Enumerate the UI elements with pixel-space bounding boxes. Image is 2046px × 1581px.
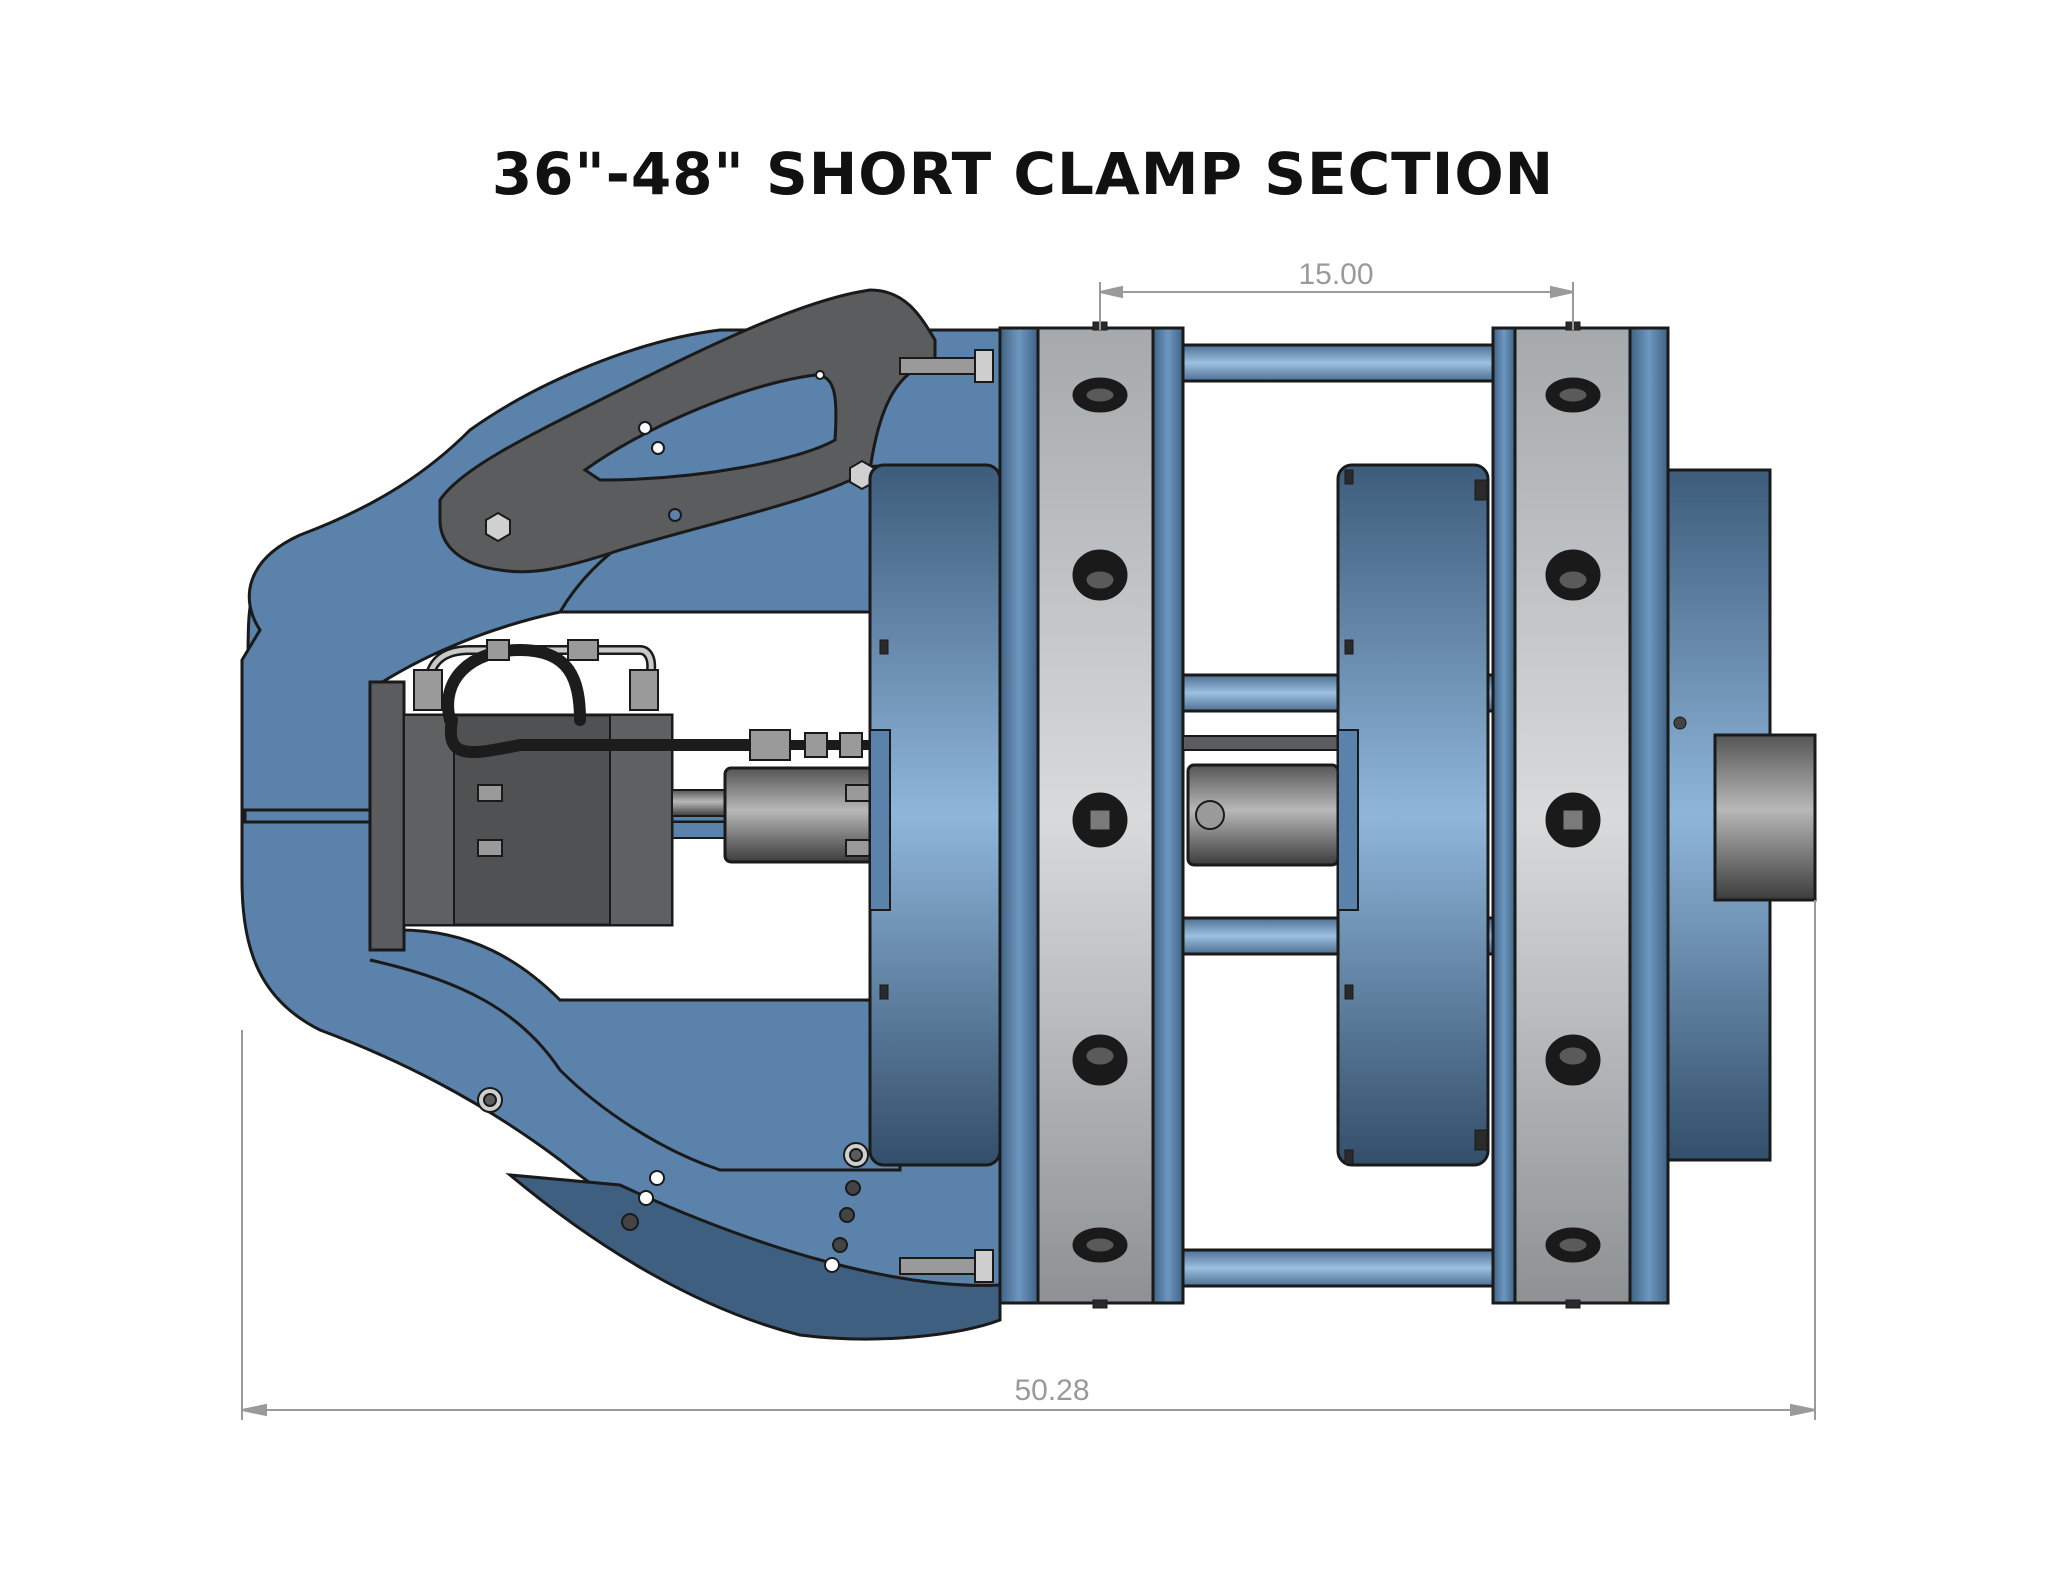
right-flange	[1491, 326, 1517, 1305]
center-thin-rod	[1182, 735, 1359, 751]
left-flange	[998, 326, 1040, 1305]
overall-dimension-label: 50.28	[1014, 1374, 1089, 1407]
top-dimension-label: 15.00	[1298, 258, 1373, 291]
cylinder-nuts	[477, 784, 871, 857]
middle-drum	[1336, 463, 1490, 1167]
bracket-slot	[582, 373, 838, 482]
left-drum-lip	[869, 729, 891, 911]
ring-holes	[1072, 377, 1601, 1263]
middle-drum-lip	[1337, 729, 1359, 911]
right-ring-outer	[1628, 326, 1670, 1305]
right-drum-hole	[1673, 716, 1687, 730]
page-title: 36"-48" SHORT CLAMP SECTION	[491, 140, 1555, 208]
top-dimension	[1099, 282, 1574, 330]
arm-holes	[477, 1087, 869, 1273]
cylinder-cap-left	[403, 714, 455, 926]
overall-dimension	[241, 900, 1816, 1420]
hose-fittings	[413, 639, 863, 761]
clamp-lower-edge	[369, 958, 902, 1172]
shaft-pin	[1195, 800, 1225, 830]
left-ring-inner	[1151, 326, 1185, 1305]
output-shaft	[1713, 733, 1817, 902]
cylinder-endplate	[368, 680, 406, 952]
bracket-bolts	[485, 370, 875, 543]
piston-rod	[671, 789, 733, 817]
